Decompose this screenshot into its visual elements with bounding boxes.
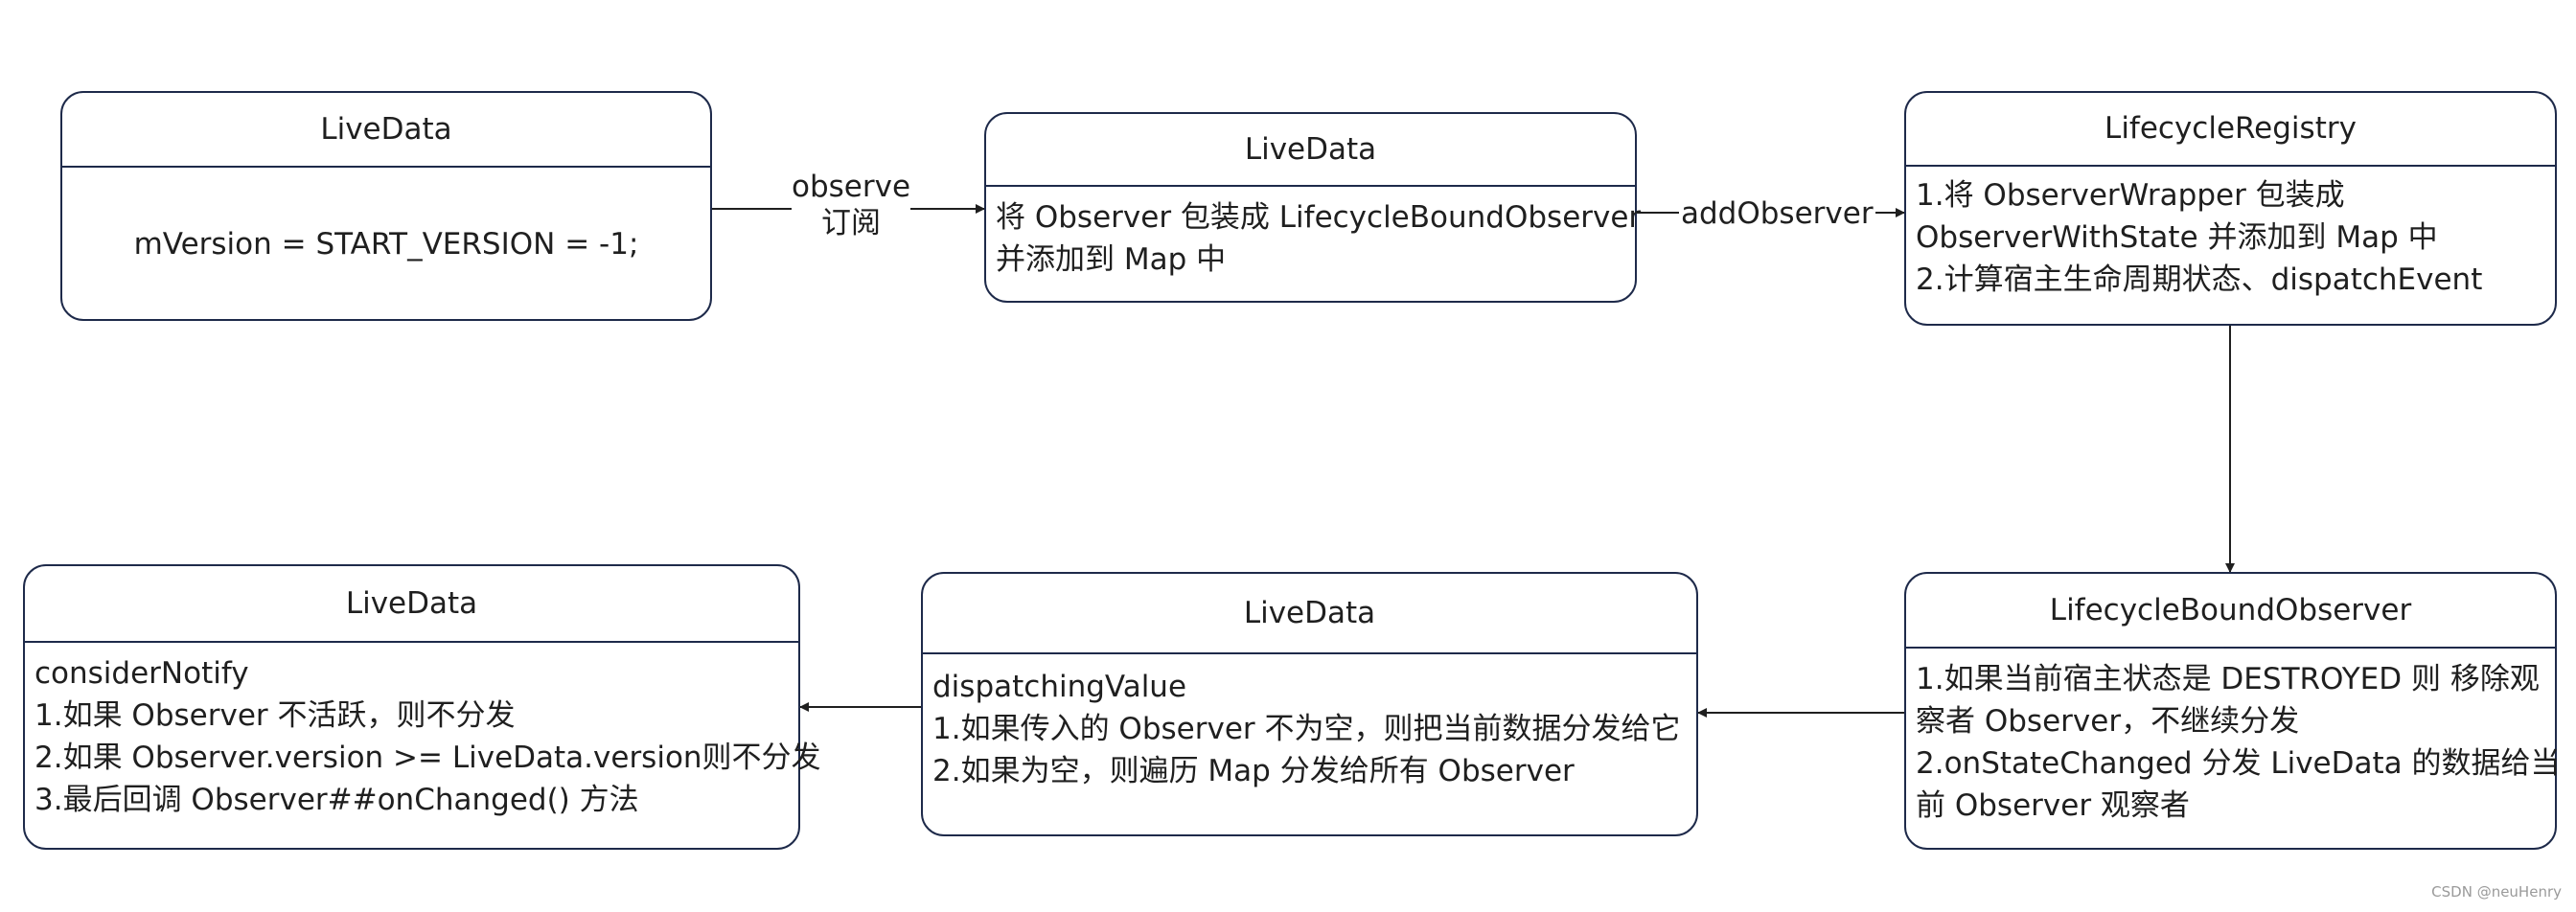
node-body-line: 1.如果当前宿主状态是 DESTROYED 则 移除观 <box>1916 662 2540 696</box>
node-body-line: 前 Observer 观察者 <box>1916 788 2190 823</box>
node-lifecycle-bound-observer: LifecycleBoundObserver 1.如果当前宿主状态是 DESTR… <box>1904 572 2561 850</box>
node-body-line: ObserverWithState 并添加到 Map 中 <box>1916 220 2438 255</box>
node-body-line: dispatchingValue <box>932 670 1187 704</box>
node-body-line: 2.计算宿主生命周期状态、dispatchEvent <box>1916 262 2483 297</box>
node-body-line: 2.如果为空，则遍历 Map 分发给所有 Observer <box>932 754 1575 788</box>
node-live-data-consider-notify: LiveData considerNotify 1.如果 Observer 不活… <box>23 564 821 850</box>
node-live-data-observe: LiveData 将 Observer 包装成 LifecycleBoundOb… <box>984 112 1642 303</box>
node-body-line: considerNotify <box>34 656 249 691</box>
node-body-line: 2.如果 Observer.version >= LiveData.versio… <box>34 741 821 775</box>
node-title: LifecycleRegistry <box>1906 93 2555 167</box>
node-body-line: 1.如果传入的 Observer 不为空，则把当前数据分发给它 <box>932 712 1681 746</box>
node-body: 1.如果当前宿主状态是 DESTROYED 则 移除观 察者 Observer，… <box>1906 649 2561 827</box>
node-live-data-dispatching: LiveData dispatchingValue 1.如果传入的 Observ… <box>921 572 1698 836</box>
edge-label-add-observer: addObserver <box>1679 195 1875 232</box>
watermark: CSDN @neuHenry <box>2431 883 2562 901</box>
node-body-line: mVersion = START_VERSION = -1; <box>133 227 639 262</box>
node-body-line: 察者 Observer，不继续分发 <box>1916 704 2300 739</box>
edge-label-observe-zh: 订阅 <box>821 206 881 240</box>
node-title: LiveData <box>62 93 710 168</box>
node-live-data-initial: LiveData mVersion = START_VERSION = -1; <box>60 91 712 321</box>
node-title: LiveData <box>25 566 798 643</box>
node-body-line: 1.如果 Observer 不活跃，则不分发 <box>34 698 516 733</box>
node-title: LifecycleBoundObserver <box>1906 574 2555 649</box>
node-title: LiveData <box>986 114 1635 187</box>
node-body-line: 2.onStateChanged 分发 LiveData 的数据给当 <box>1916 746 2561 781</box>
edge-label-observe-en: observe <box>792 170 911 204</box>
node-body-line: 并添加到 Map 中 <box>996 242 1227 277</box>
edge-label-observe: observe 订阅 <box>792 169 910 241</box>
node-body-line: 1.将 ObserverWrapper 包装成 <box>1916 178 2345 213</box>
node-body-line: 3.最后回调 Observer##onChanged() 方法 <box>34 783 639 817</box>
node-body: considerNotify 1.如果 Observer 不活跃，则不分发 2.… <box>25 643 821 821</box>
node-title: LiveData <box>923 574 1696 654</box>
node-body: dispatchingValue 1.如果传入的 Observer 不为空，则把… <box>923 654 1696 792</box>
node-body: 将 Observer 包装成 LifecycleBoundObserver 并添… <box>986 187 1642 281</box>
node-lifecycle-registry: LifecycleRegistry 1.将 ObserverWrapper 包装… <box>1904 91 2557 326</box>
node-body: 1.将 ObserverWrapper 包装成 ObserverWithStat… <box>1906 167 2555 301</box>
node-body: mVersion = START_VERSION = -1; <box>62 168 710 321</box>
node-body-line: 将 Observer 包装成 LifecycleBoundObserver <box>996 200 1642 235</box>
